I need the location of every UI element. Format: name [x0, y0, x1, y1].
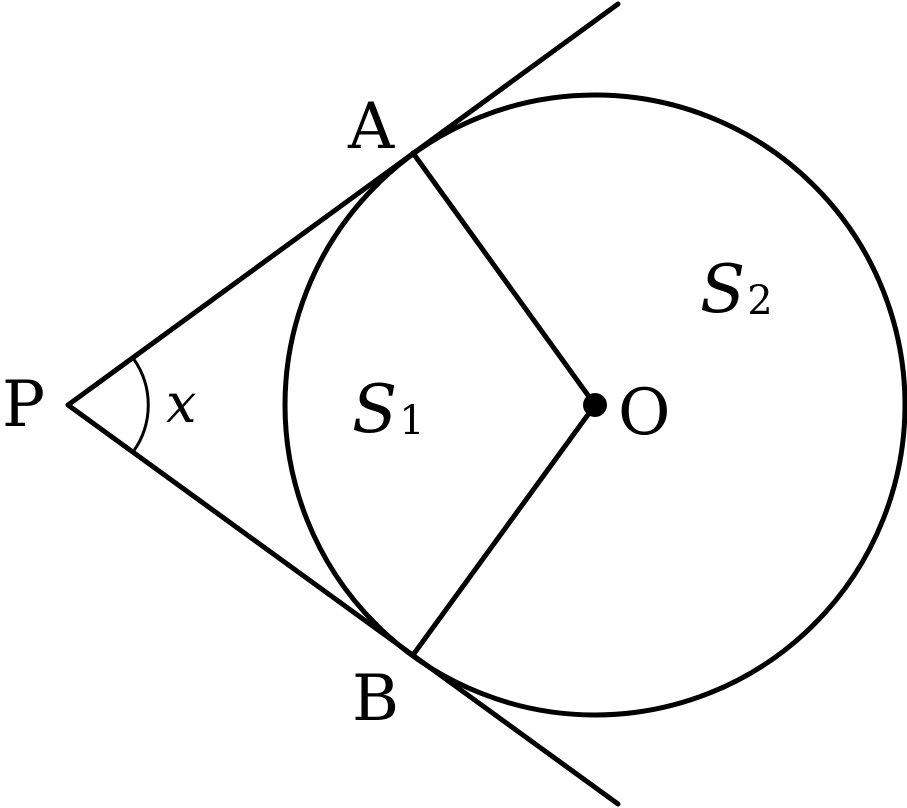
point-label-p: P	[2, 368, 45, 442]
tangent-line-pb	[65, 402, 621, 807]
angle-label: x	[166, 372, 196, 435]
region-label-s1: S1	[352, 371, 425, 448]
point-label-b: B	[352, 662, 399, 736]
radius-ob	[410, 402, 598, 658]
point-label-o: O	[618, 376, 670, 450]
angle-arc	[131, 357, 150, 453]
region-letter-s1: S	[352, 371, 397, 448]
tangent-line-pa	[65, 1, 621, 408]
center-point	[583, 393, 607, 417]
circle	[282, 92, 907, 718]
radius-oa	[410, 150, 598, 408]
region-subscript-s1: 1	[399, 398, 424, 444]
point-label-a: A	[347, 90, 395, 164]
region-subscript-s2: 2	[747, 278, 772, 324]
region-label-s2: S2	[700, 251, 773, 328]
region-letter-s2: S	[700, 251, 745, 328]
